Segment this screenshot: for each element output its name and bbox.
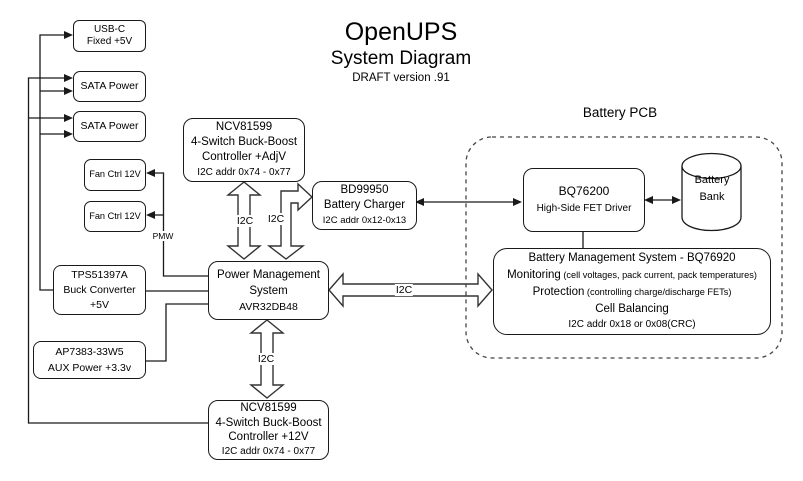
wire-aux-pms bbox=[144, 303, 208, 362]
battery-bank-cylinder bbox=[681, 152, 742, 232]
bms-title: Battery Management System - BQ76920 bbox=[528, 251, 736, 264]
i2c-label-ncv-bottom: I2C bbox=[256, 353, 276, 365]
arrowhead-charger bbox=[415, 198, 424, 206]
arrowhead-usbc bbox=[64, 31, 73, 39]
ncv81599-12v-box: NCV81599 4-Switch Buck-Boost Controller … bbox=[208, 400, 329, 460]
bms-i2c-addr: I2C addr 0x18 or 0x08(CRC) bbox=[568, 318, 696, 330]
fan-ctrl-2-box: Fan Ctrl 12V bbox=[84, 201, 146, 232]
fan-ctrl-1-box: Fan Ctrl 12V bbox=[84, 159, 146, 191]
arrowhead-fet-right bbox=[644, 196, 653, 204]
battery-bank-label: Battery Bank bbox=[694, 174, 730, 203]
wire-12v-rail bbox=[27, 77, 208, 424]
battery-charger-box: BD99950 Battery Charger I2C addr 0x12-0x… bbox=[312, 181, 417, 230]
i2c-label-charger: I2C bbox=[266, 213, 286, 225]
aux-power-box: AP7383-33W5 AUX Power +3.3v bbox=[33, 341, 146, 379]
wire-pmw-fan1 bbox=[155, 172, 208, 277]
arrowhead-fan2 bbox=[146, 211, 155, 219]
battery-pcb-label: Battery PCB bbox=[582, 105, 658, 120]
bms-protection: Protection (controlling charge/discharge… bbox=[532, 286, 732, 299]
arrowhead-bank bbox=[672, 196, 681, 204]
bms-cell-balancing: Cell Balancing bbox=[595, 302, 669, 315]
pmw-label: PMW bbox=[151, 231, 175, 241]
page-title: OpenUPS bbox=[344, 18, 458, 46]
i2c-label-ncv-top: I2C bbox=[235, 215, 255, 227]
bms-monitoring: Monitoring (cell voltages, pack current,… bbox=[507, 269, 757, 282]
page-subtitle: System Diagram bbox=[330, 48, 472, 69]
draft-version: DRAFT version .91 bbox=[352, 72, 450, 84]
usb-c-box: USB-C Fixed +5V bbox=[73, 20, 146, 52]
sata-power-2-box: SATA Power bbox=[73, 111, 146, 142]
arrowhead-sata1-a bbox=[64, 74, 73, 82]
diagram-title-block: OpenUPS System Diagram DRAFT version .91 bbox=[250, 18, 552, 86]
arrowhead-sata2-a bbox=[64, 114, 73, 122]
tps-buck-converter-box: TPS51397A Buck Converter +5V bbox=[53, 265, 146, 315]
ncv81599-adjv-box: NCV81599 4-Switch Buck-Boost Controller … bbox=[183, 118, 305, 182]
sata-power-1-box: SATA Power bbox=[73, 71, 146, 102]
arrowhead-sata1-b bbox=[64, 87, 73, 95]
wire-5v-rail bbox=[39, 34, 65, 291]
arrowhead-fan1 bbox=[146, 169, 155, 177]
bms-box: Battery Management System - BQ76920 Moni… bbox=[493, 248, 771, 335]
i2c-label-bms: I2C bbox=[394, 284, 414, 296]
arrowhead-sata2-b bbox=[64, 130, 73, 138]
battery-pcb-boundary bbox=[465, 136, 783, 359]
power-management-system-box: Power Management System AVR32DB48 bbox=[208, 261, 329, 320]
arrowhead-fet-left bbox=[513, 198, 522, 206]
fet-driver-box: BQ76200 High-Side FET Driver bbox=[523, 168, 645, 232]
